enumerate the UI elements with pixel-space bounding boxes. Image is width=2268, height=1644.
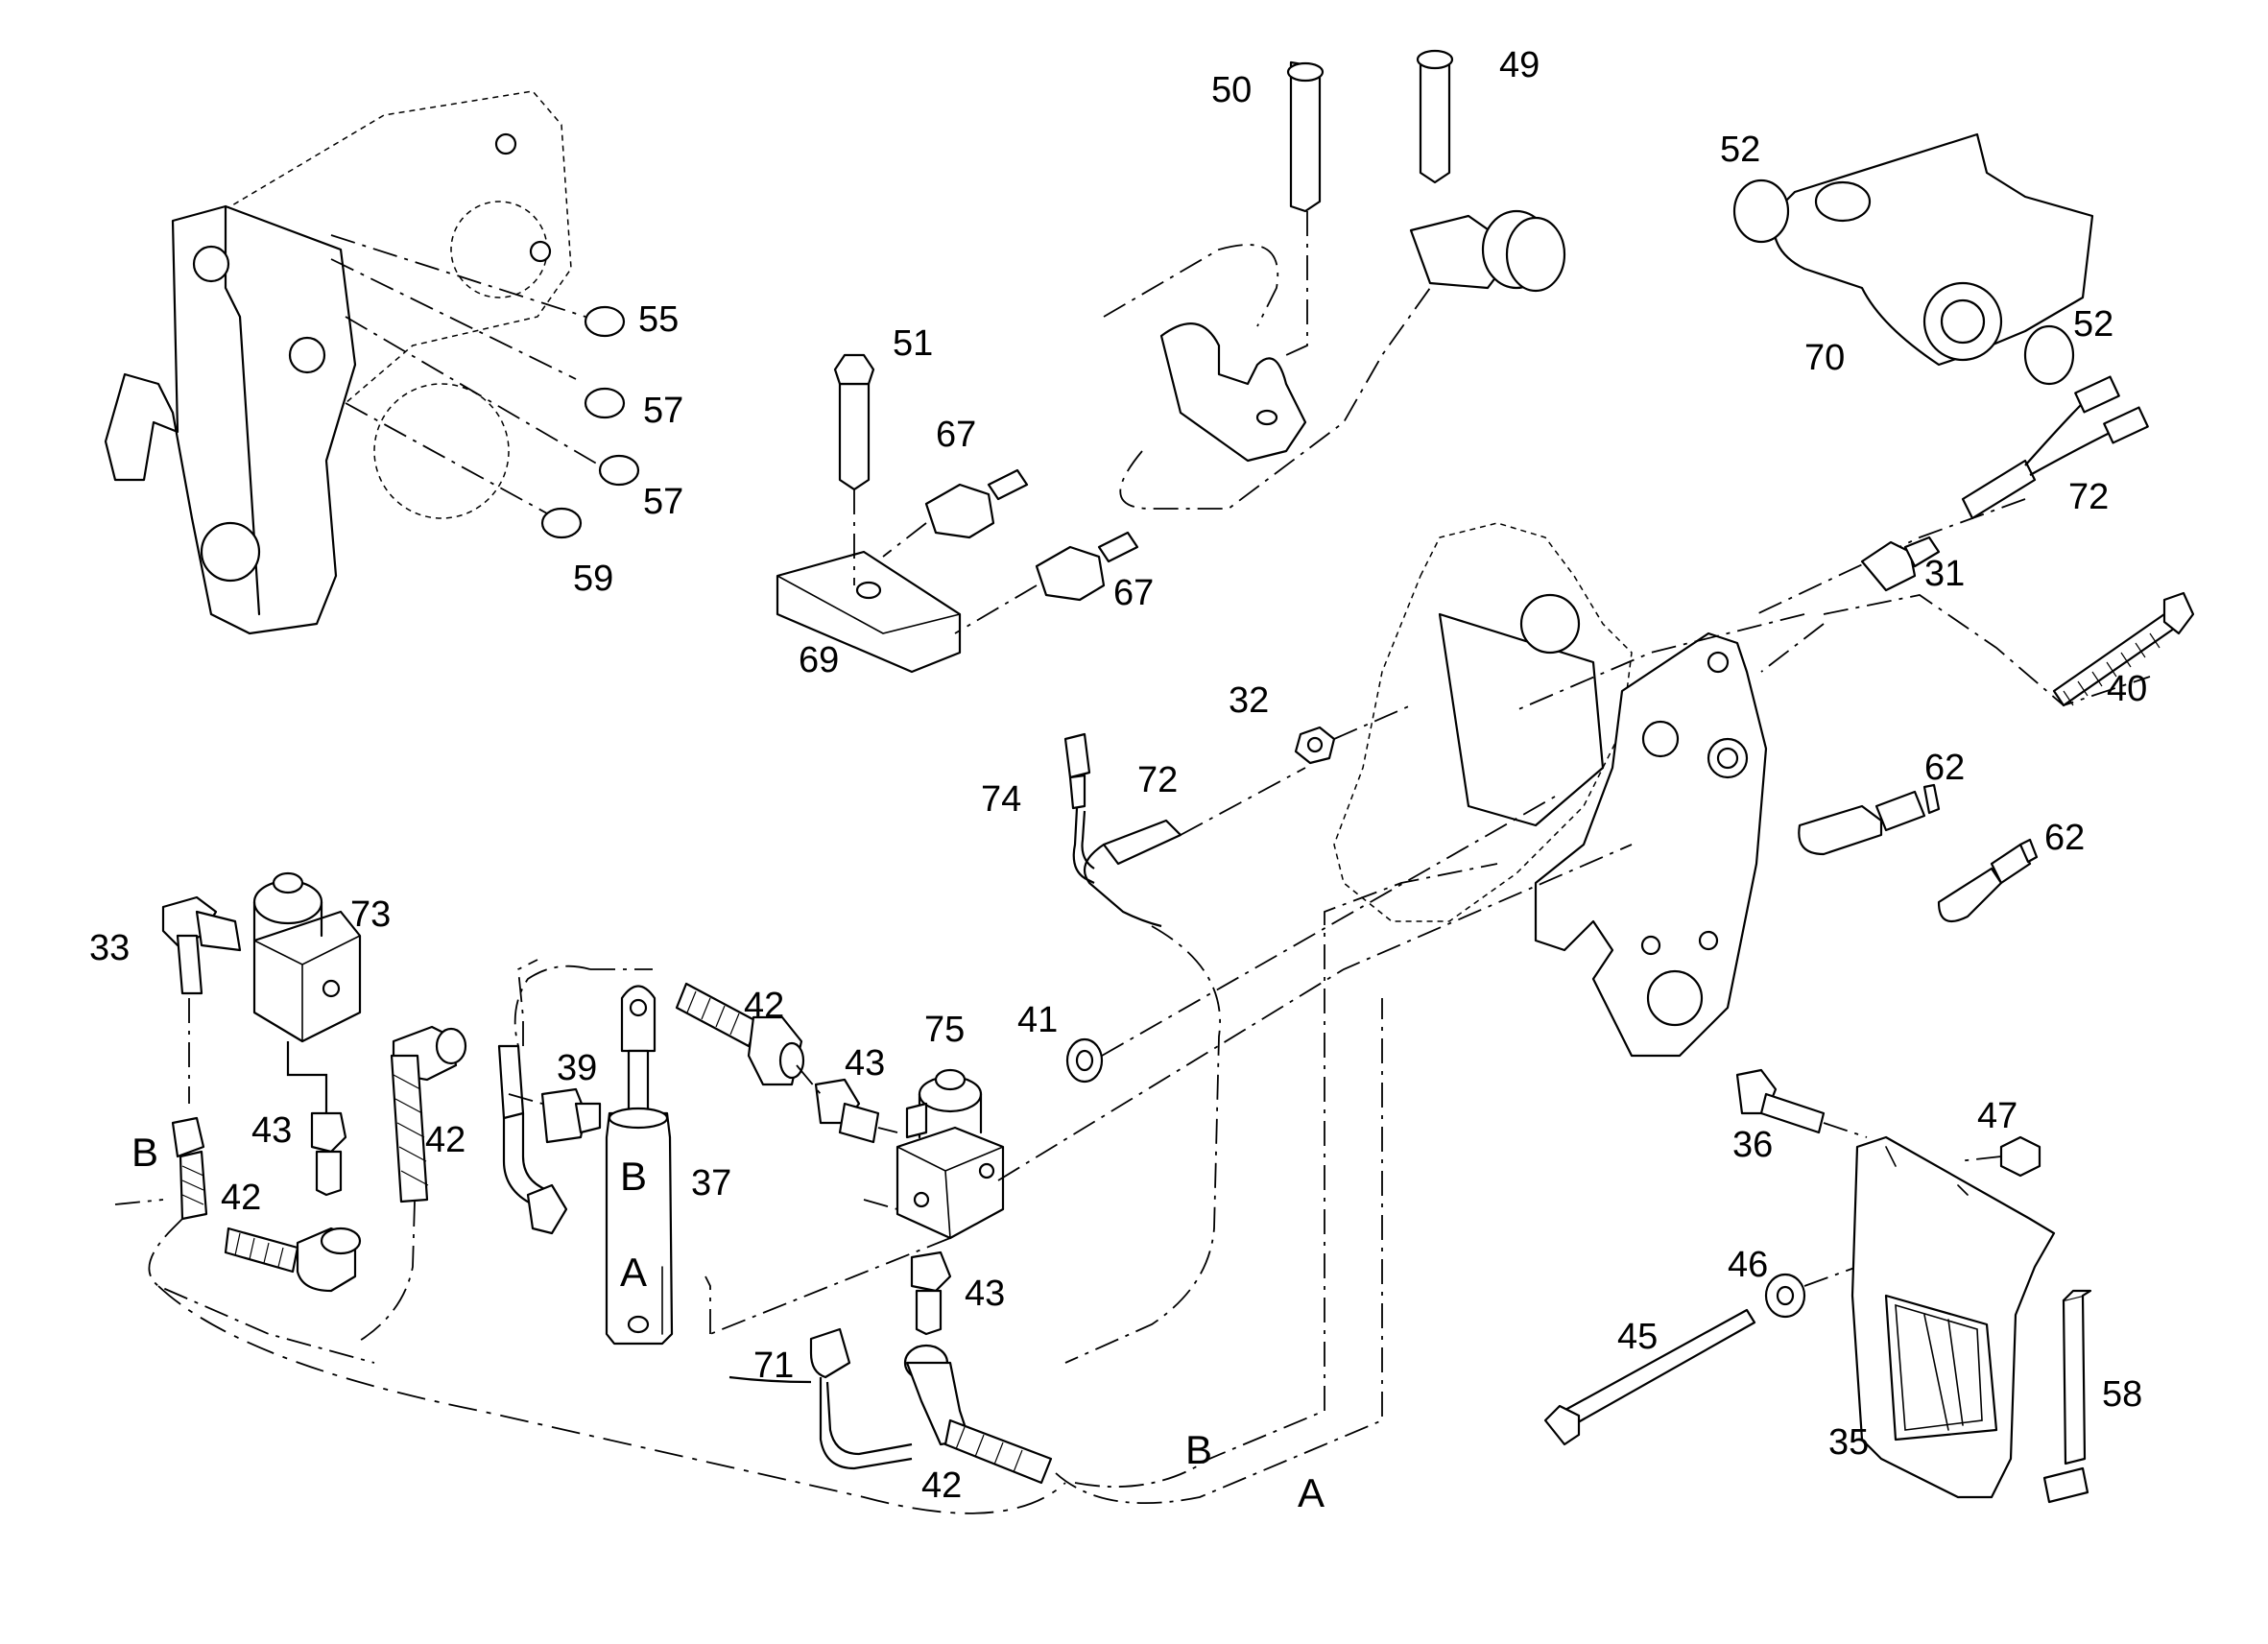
elbow-fitting-icon — [1798, 783, 2039, 923]
callout-42: 42 — [921, 1465, 962, 1506]
port-letter-b: B — [620, 1154, 647, 1199]
port-letter-b: B — [1185, 1427, 1212, 1472]
plug-leaders — [330, 234, 601, 514]
fastener-leaders — [1516, 498, 2151, 711]
callout-57: 57 — [643, 482, 683, 522]
banjo-fitting-icon — [1860, 536, 1941, 592]
callout-50: 50 — [1211, 70, 1252, 110]
callout-55: 55 — [638, 299, 679, 340]
connector-71 — [728, 1327, 913, 1470]
callout-43: 43 — [251, 1110, 292, 1151]
plug-cap-icon — [540, 305, 640, 539]
callout-45: 45 — [1617, 1317, 1658, 1357]
callout-67: 67 — [1113, 573, 1154, 613]
callout-57: 57 — [643, 391, 683, 431]
callout-75: 75 — [924, 1010, 965, 1050]
guard-plate — [1850, 1135, 2056, 1499]
strip-58 — [2042, 1289, 2092, 1504]
mounting-block — [776, 353, 962, 674]
long-return-line — [157, 1275, 1066, 1514]
port-letter-b: B — [131, 1130, 158, 1175]
callout-33: 33 — [89, 928, 130, 968]
mounting-bracket — [104, 90, 572, 635]
bolt-36 — [1735, 1068, 1868, 1138]
washer-46 — [1764, 1266, 1858, 1319]
callout-40: 40 — [2107, 669, 2147, 709]
callout-36: 36 — [1732, 1125, 1773, 1165]
sensor-connector — [1961, 375, 2149, 520]
callout-58: 58 — [2102, 1374, 2142, 1415]
callout-52: 52 — [2073, 304, 2113, 345]
callout-46: 46 — [1728, 1245, 1768, 1285]
callout-39: 39 — [557, 1048, 597, 1088]
nut-47 — [1957, 1135, 2041, 1178]
long-bolt-icon — [2052, 591, 2195, 707]
pipe-39 — [497, 959, 602, 1235]
o-ring-icon — [2023, 324, 2075, 386]
hydraulic-cylinder — [513, 965, 674, 1346]
callout-31: 31 — [1924, 554, 1965, 594]
callout-42: 42 — [425, 1120, 466, 1160]
o-ring-icon — [1732, 179, 1790, 244]
swivel-housing — [1772, 132, 2094, 367]
callout-35: 35 — [1828, 1422, 1869, 1463]
callout-37: 37 — [691, 1163, 731, 1203]
washer-41 — [1065, 796, 1556, 1084]
port-letters: B B A B A — [131, 1130, 1325, 1515]
callout-74: 74 — [981, 779, 1021, 820]
callout-labels: 50 49 52 52 70 72 55 57 57 59 51 67 67 6… — [89, 45, 2147, 1506]
valve-75 — [709, 844, 1633, 1335]
callout-62: 62 — [1924, 748, 1965, 788]
hose-elbow — [354, 1025, 467, 1345]
long-bolt-45 — [1543, 1308, 1756, 1446]
callout-32: 32 — [1229, 680, 1269, 721]
callout-72: 72 — [2068, 477, 2109, 517]
adapter-fitting — [796, 1064, 898, 1144]
port-letter-a: A — [620, 1250, 647, 1295]
callout-59: 59 — [573, 559, 613, 599]
callout-51: 51 — [893, 323, 933, 364]
fitting-icon — [882, 468, 1139, 634]
pressure-sensor — [1063, 732, 1306, 1364]
hose-42-top — [675, 982, 805, 1086]
callout-49: 49 — [1499, 45, 1540, 85]
callout-71: 71 — [753, 1346, 794, 1386]
port-letter-a: A — [1298, 1470, 1325, 1515]
callout-42: 42 — [744, 986, 784, 1026]
callout-69: 69 — [799, 640, 839, 680]
cable-clamp-assembly — [1103, 49, 1566, 510]
callout-42: 42 — [221, 1178, 261, 1218]
hose-assembly — [114, 1116, 375, 1364]
callout-72: 72 — [1137, 760, 1178, 800]
callout-47: 47 — [1977, 1096, 2017, 1136]
callout-43: 43 — [965, 1274, 1005, 1314]
hitch-frame — [1333, 522, 1768, 1058]
callout-52: 52 — [1720, 130, 1760, 170]
callout-70: 70 — [1804, 338, 1845, 378]
hose-42-lower — [903, 863, 1498, 1505]
tee-fitting — [161, 895, 242, 1104]
nut-icon — [1294, 704, 1412, 765]
fitting-43-lower — [910, 1251, 952, 1336]
callout-41: 41 — [1017, 1000, 1058, 1040]
callout-62: 62 — [2044, 818, 2085, 858]
callout-73: 73 — [350, 894, 391, 935]
straight-fitting — [310, 1111, 347, 1197]
solenoid-valve — [252, 871, 362, 1113]
callout-67: 67 — [936, 415, 976, 455]
callout-43: 43 — [845, 1043, 885, 1084]
